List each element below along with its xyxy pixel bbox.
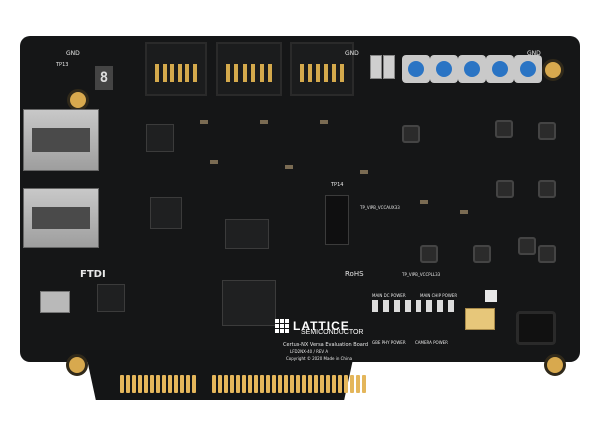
header-connector-1 xyxy=(145,42,207,96)
ic-chip-3 xyxy=(225,219,269,249)
mounting-hole-bottom-left xyxy=(66,354,88,376)
silk-board-rev: LFD2NX-40 / REV A xyxy=(290,349,329,354)
silk-main-chip-power: MAIN CHIP POWER xyxy=(420,293,458,298)
fpga-chip xyxy=(222,280,276,326)
push-button-1 xyxy=(402,55,430,83)
inductor-4 xyxy=(496,180,514,198)
silk-rohs: RoHS xyxy=(345,270,364,278)
silk-camera-power: CAMERA POWER xyxy=(415,340,448,345)
push-button-2 xyxy=(430,55,458,83)
silk-gbe-phy-power: GBE PHY POWER xyxy=(372,340,406,345)
dip-switch-1 xyxy=(370,55,382,79)
power-led-strip xyxy=(372,300,454,318)
inductor-1 xyxy=(402,125,420,143)
inductor-3 xyxy=(538,122,556,140)
dip-switch-2 xyxy=(383,55,395,79)
inductor-2 xyxy=(495,120,513,138)
silk-gnd-top: GND xyxy=(345,50,359,57)
mounting-hole-top-left xyxy=(67,89,89,111)
dc-barrel-jack xyxy=(516,311,556,345)
seven-segment-display: 8 xyxy=(95,66,113,90)
smd-capacitor xyxy=(360,170,368,174)
push-button-5 xyxy=(514,55,542,83)
yellow-jumper-block xyxy=(465,308,495,330)
inductor-6 xyxy=(518,237,536,255)
smd-capacitor xyxy=(420,200,428,204)
silk-gnd-top2: GND xyxy=(527,50,541,57)
ic-chip-1 xyxy=(146,124,174,152)
mounting-hole-bottom-right xyxy=(544,354,566,376)
ftdi-chip xyxy=(97,284,125,312)
lattice-logo-subtext: SEMICONDUCTOR xyxy=(301,329,364,336)
silk-tp14: TP14 xyxy=(331,182,344,188)
smd-capacitor xyxy=(260,120,268,124)
gold-fingers-left xyxy=(120,375,196,393)
silk-ftdi: FTDI xyxy=(80,269,106,280)
inductor-5 xyxy=(538,180,556,198)
silk-tp13: TP13 xyxy=(56,62,69,68)
lattice-logo-text: LATTICE xyxy=(293,319,350,333)
silk-board-name: Certus-NX Versa Evaluation Board xyxy=(283,342,369,348)
rj45-port-top xyxy=(23,109,99,171)
inductor-8 xyxy=(473,245,491,263)
ic-chip-2 xyxy=(150,197,182,229)
lattice-logo: LATTICE SEMICONDUCTOR xyxy=(275,315,363,337)
push-button-4 xyxy=(486,55,514,83)
header-connector-2 xyxy=(216,42,282,96)
silk-tp-vipb2: TP_VIPB_VCCPLL33 xyxy=(402,272,441,277)
push-button-3 xyxy=(458,55,486,83)
usb-port xyxy=(40,291,70,313)
silk-gnd-left: GND xyxy=(66,50,80,57)
silk-copyright: Copyright © 2020 Made in China xyxy=(286,356,353,361)
header-connector-3 xyxy=(290,42,354,96)
white-label-pad xyxy=(485,290,497,302)
smd-capacitor xyxy=(285,165,293,169)
inductor-9 xyxy=(538,245,556,263)
inductor-7 xyxy=(420,245,438,263)
smd-capacitor xyxy=(320,120,328,124)
smd-capacitor xyxy=(210,160,218,164)
silk-tp-vipb: TP_VIPB_VCCAUX33 xyxy=(360,205,400,210)
silk-main-dc-power: MAIN DC POWER xyxy=(372,293,406,298)
gold-fingers-right xyxy=(212,375,366,393)
camera-module xyxy=(325,195,349,245)
smd-capacitor xyxy=(200,120,208,124)
mounting-hole-top-right xyxy=(542,59,564,81)
smd-capacitor xyxy=(460,210,468,214)
rj45-port-bottom xyxy=(23,188,99,248)
